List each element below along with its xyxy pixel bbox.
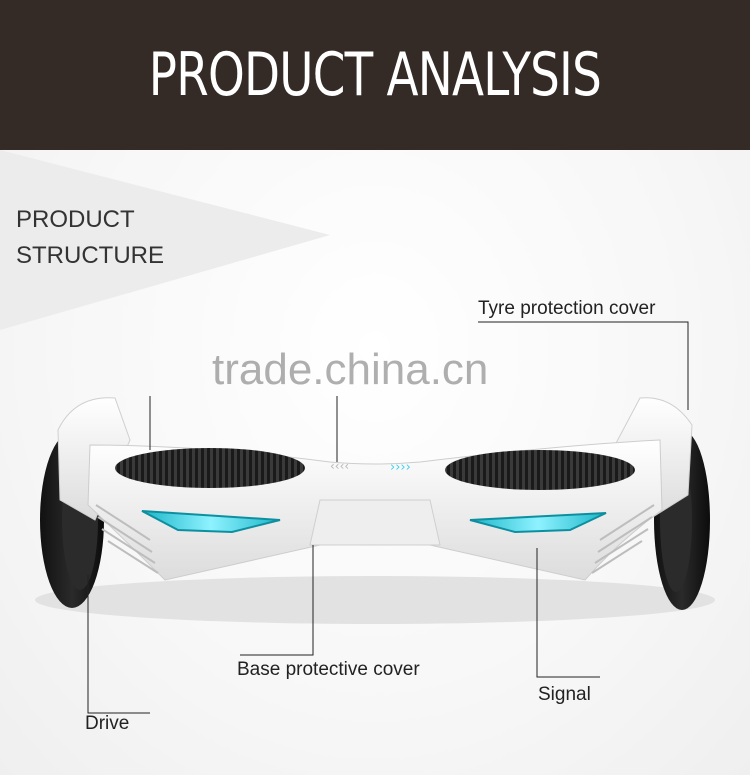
callout-lines [87, 321, 689, 714]
section-title-line2: STRUCTURE [16, 242, 164, 269]
center-bridge [309, 499, 441, 546]
section-title: PRODUCT STRUCTURE [16, 202, 164, 274]
callout-signal: Signal [538, 684, 591, 705]
right-indicator: ›››› [390, 460, 411, 475]
header-banner: PRODUCT ANALYSIS [0, 0, 750, 150]
right-foot-pad [445, 450, 635, 490]
section-title-line1: PRODUCT [16, 206, 135, 233]
left-foot-pad [115, 448, 305, 488]
right-vents [591, 504, 655, 574]
left-indicator: ‹‹‹‹ [330, 459, 349, 473]
section-wedge [0, 150, 330, 330]
callout-base-cover: Base protective cover [237, 659, 420, 680]
callout-drive: Drive [85, 713, 130, 734]
right-signal-light [469, 512, 607, 534]
watermark-text: trade.china.cn [212, 345, 489, 394]
callout-tyre-cover: Tyre protection cover [478, 298, 656, 319]
left-vents [95, 504, 159, 574]
left-signal-light [141, 510, 281, 534]
floor-shadow [35, 576, 715, 624]
page-title: PRODUCT ANALYSIS [148, 40, 602, 110]
